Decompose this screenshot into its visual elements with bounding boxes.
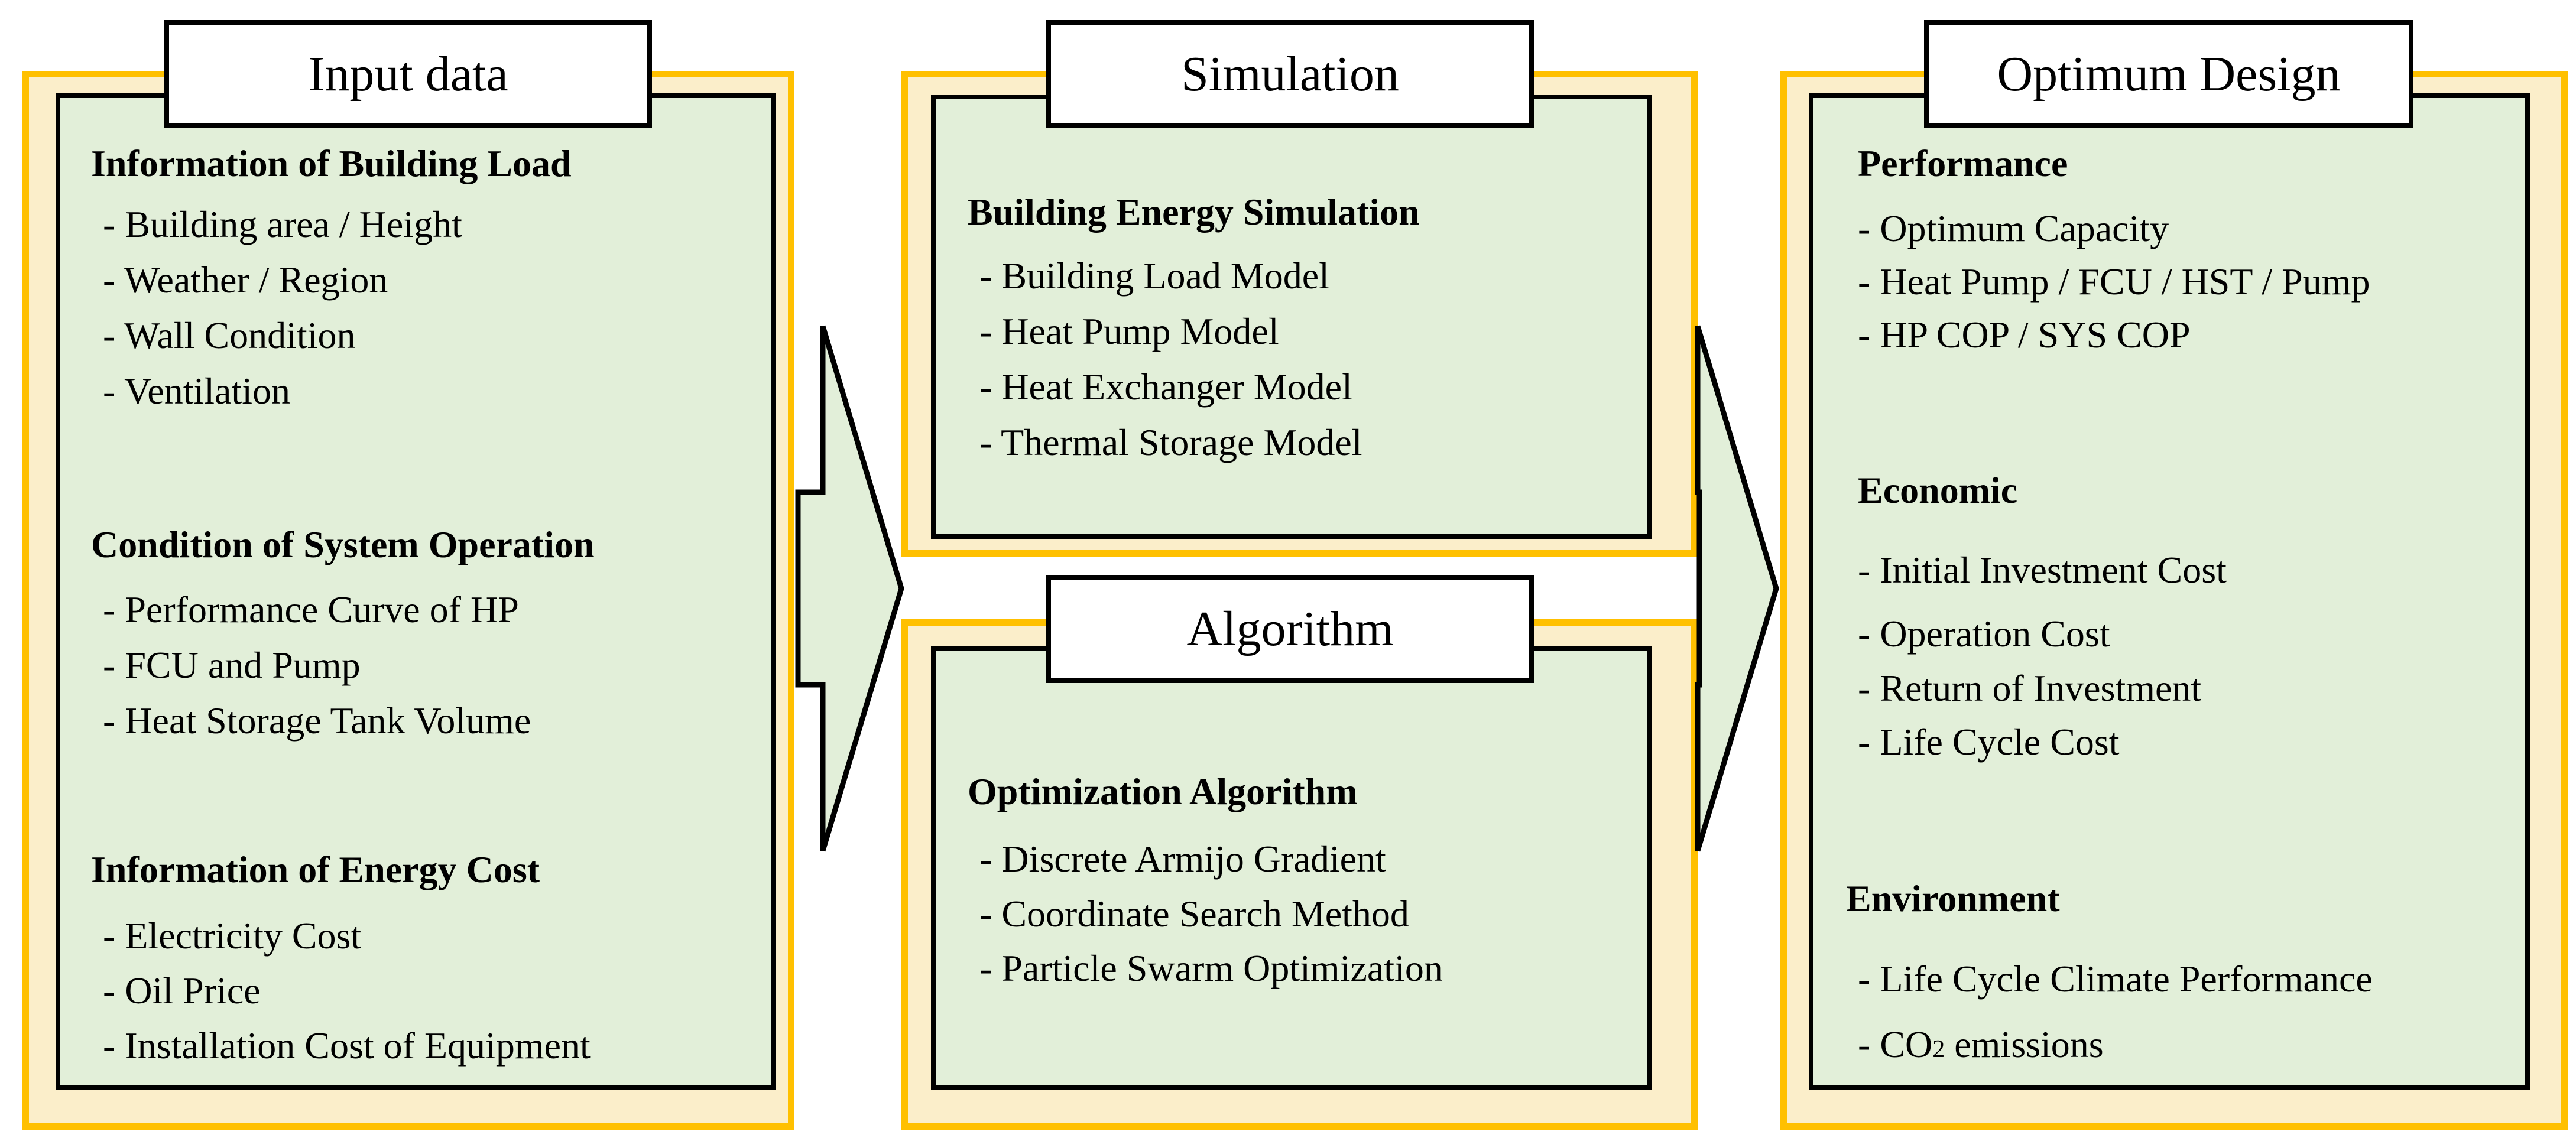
list-item: - Particle Swarm Optimization (979, 947, 1443, 989)
optimum-panel (1809, 93, 2530, 1090)
list-item: - Heat Storage Tank Volume (103, 700, 531, 742)
environment-heading: Environment (1846, 877, 2060, 919)
list-item: - Discrete Armijo Gradient (979, 838, 1386, 880)
building-load-heading: Information of Building Load (91, 142, 572, 184)
list-item: - Weather / Region (103, 259, 388, 301)
input-title: Input data (164, 20, 652, 128)
optimum-title: Optimum Design (1924, 20, 2413, 128)
list-item: - Heat Exchanger Model (979, 366, 1352, 408)
co2-prefix: - CO (1858, 1023, 1933, 1065)
list-item: - Return of Investment (1858, 667, 2202, 709)
list-item: - Coordinate Search Method (979, 893, 1409, 935)
co2-emissions-item: - CO2 emissions (1858, 1023, 2104, 1067)
simulation-heading: Building Energy Simulation (968, 191, 1420, 233)
list-item: - Life Cycle Cost (1858, 721, 2120, 763)
list-item: - Life Cycle Climate Performance (1858, 958, 2373, 1000)
list-item: - Operation Cost (1858, 613, 2110, 655)
list-item: - Heat Pump Model (979, 310, 1279, 352)
list-item: - Wall Condition (103, 314, 356, 356)
list-item: - Heat Pump / FCU / HST / Pump (1858, 261, 2370, 303)
performance-heading: Performance (1858, 142, 2068, 184)
list-item: - Performance Curve of HP (103, 588, 519, 630)
list-item: - Building area / Height (103, 203, 462, 245)
list-item: - Installation Cost of Equipment (103, 1025, 591, 1067)
list-item: - FCU and Pump (103, 644, 361, 686)
energy-cost-heading: Information of Energy Cost (91, 848, 540, 890)
algorithm-title: Algorithm (1046, 575, 1534, 683)
list-item: - Building Load Model (979, 255, 1329, 297)
list-item: - Ventilation (103, 370, 290, 412)
system-operation-heading: Condition of System Operation (91, 524, 595, 565)
co2-suffix: emissions (1945, 1023, 2104, 1065)
list-item: - Optimum Capacity (1858, 207, 2169, 249)
algorithm-heading: Optimization Algorithm (968, 770, 1358, 812)
economic-heading: Economic (1858, 469, 2018, 511)
algorithm-panel (931, 646, 1652, 1090)
input-panel (56, 93, 776, 1090)
list-item: - Thermal Storage Model (979, 421, 1362, 463)
simulation-title: Simulation (1046, 20, 1534, 128)
list-item: - HP COP / SYS COP (1858, 314, 2191, 356)
list-item: - Oil Price (103, 970, 261, 1012)
co2-subscript: 2 (1932, 1036, 1945, 1063)
list-item: - Electricity Cost (103, 915, 362, 957)
list-item: - Initial Investment Cost (1858, 549, 2227, 591)
